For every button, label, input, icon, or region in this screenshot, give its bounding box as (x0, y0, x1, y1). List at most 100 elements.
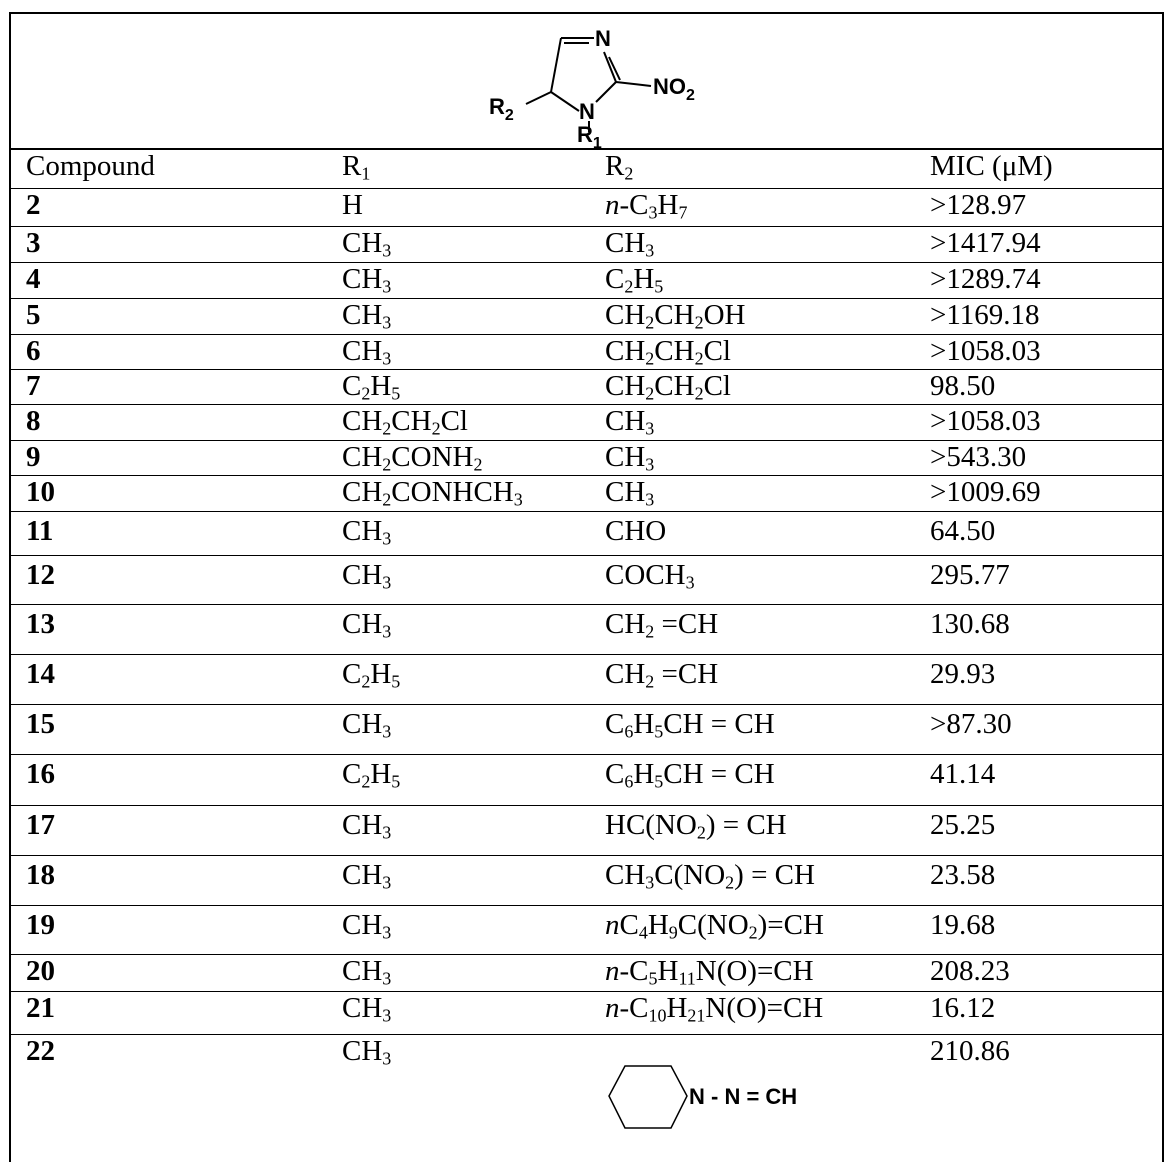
cell-r2: HC(NO2) = CH (605, 809, 787, 843)
cell-r2: CH3 (605, 227, 655, 261)
cell-r1: CH3 (342, 1035, 392, 1069)
cell-compound: 13 (26, 608, 55, 640)
table-row: 5 CH3 CH2CH2OH >1169.18 (11, 298, 1162, 335)
cell-compound: 4 (26, 263, 41, 295)
cell-mic: 208.23 (930, 955, 1010, 987)
cell-r2: CHO (605, 515, 667, 547)
cell-r1: CH2CONHCH3 (342, 476, 523, 510)
table-header-row: Compound R1 R2 MIC (μM) (11, 148, 1162, 189)
cell-r2: CH2 =CH (605, 658, 719, 692)
cell-r2: C6H5CH = CH (605, 758, 775, 792)
cell-r2: n-C10H21N(O)=CH (605, 992, 824, 1026)
cell-r1: CH3 (342, 335, 392, 369)
cell-compound: 22 (26, 1035, 55, 1067)
cell-mic: >1417.94 (930, 227, 1041, 259)
table-row: 22 CH3 N - N = CH 210.86 (11, 1034, 1162, 1164)
nitro-label: NO2 (653, 74, 695, 104)
cell-r1: CH3 (342, 955, 392, 989)
cell-mic: 98.50 (930, 370, 996, 402)
cell-r1: C2H5 (342, 658, 401, 692)
cell-r2: COCH3 (605, 559, 695, 593)
table-row: 11 CH3 CHO 64.50 (11, 511, 1162, 556)
cell-compound: 6 (26, 335, 41, 367)
cell-mic: >128.97 (930, 189, 1027, 221)
cell-r2: CH2CH2Cl (605, 335, 731, 369)
cell-compound: 18 (26, 859, 55, 891)
cell-r1: CH3 (342, 608, 392, 642)
cell-r2: CH2CH2OH (605, 299, 746, 333)
cell-mic: >1289.74 (930, 263, 1041, 295)
table-row: 13 CH3 CH2 =CH 130.68 (11, 604, 1162, 655)
cell-compound: 3 (26, 227, 41, 259)
ring-n-top: N (595, 26, 611, 51)
cell-r1: CH3 (342, 515, 392, 549)
cell-mic: 210.86 (930, 1035, 1010, 1067)
cell-r1: CH3 (342, 992, 392, 1026)
cell-mic: >1058.03 (930, 335, 1041, 367)
cell-r1: CH3 (342, 809, 392, 843)
cell-r1: CH3 (342, 909, 392, 943)
cell-compound: 7 (26, 370, 41, 402)
cell-mic: >543.30 (930, 441, 1027, 473)
cell-compound: 10 (26, 476, 55, 508)
cell-mic: 64.50 (930, 515, 996, 547)
cell-compound: 11 (26, 515, 54, 547)
cell-r2: n-C3H7 (605, 189, 688, 223)
cell-mic: 25.25 (930, 809, 996, 841)
cell-r2: CH2 =CH (605, 608, 719, 642)
table-row: 18 CH3 CH3C(NO2) = CH 23.58 (11, 855, 1162, 906)
r1-label: R1 (577, 122, 602, 148)
cell-mic: >1169.18 (930, 299, 1040, 331)
header-compound: Compound (26, 150, 155, 182)
cell-r1: H (342, 189, 363, 221)
cell-r1: CH3 (342, 227, 392, 261)
cell-r1: CH2CH2Cl (342, 405, 468, 439)
r2-label: R2 (489, 94, 514, 124)
cell-compound: 8 (26, 405, 41, 437)
cell-r2: CH2CH2Cl (605, 370, 731, 404)
cell-compound: 16 (26, 758, 55, 790)
cell-compound: 5 (26, 299, 41, 331)
cell-r2: CH3 (605, 405, 655, 439)
cell-mic: 41.14 (930, 758, 996, 790)
cell-r1: CH3 (342, 559, 392, 593)
cell-r1: CH3 (342, 263, 392, 297)
cell-r1: CH2CONH2 (342, 441, 483, 475)
cell-mic: >1058.03 (930, 405, 1041, 437)
cell-compound: 17 (26, 809, 55, 841)
cell-mic: 295.77 (930, 559, 1010, 591)
ring-n-bottom: N (579, 99, 595, 124)
table-row: 19 CH3 nC4H9C(NO2)=CH 19.68 (11, 905, 1162, 955)
cell-r1: C2H5 (342, 370, 401, 404)
cell-r2: CH3C(NO2) = CH (605, 859, 815, 893)
cell-r1: CH3 (342, 299, 392, 333)
table-row: 3 CH3 CH3 >1417.94 (11, 226, 1162, 263)
table-row: 7 C2H5 CH2CH2Cl 98.50 (11, 369, 1162, 405)
piperidine-ring: N - N = CH (608, 1065, 797, 1129)
cell-r2: CH3 (605, 476, 655, 510)
piperidine-linker-label: N - N = CH (689, 1084, 797, 1109)
cell-r1: CH3 (342, 859, 392, 893)
cell-compound: 15 (26, 708, 55, 740)
cell-compound: 19 (26, 909, 55, 941)
header-mic: MIC (μM) (930, 150, 1053, 182)
cell-mic: 19.68 (930, 909, 996, 941)
cell-mic: 23.58 (930, 859, 996, 891)
table-row: 8 CH2CH2Cl CH3 >1058.03 (11, 404, 1162, 441)
table-row: 6 CH3 CH2CH2Cl >1058.03 (11, 334, 1162, 370)
cell-compound: 12 (26, 559, 55, 591)
cell-r2: nC4H9C(NO2)=CH (605, 909, 824, 943)
cell-r2: C6H5CH = CH (605, 708, 775, 742)
structure-header: N N NO2 R2 R1 (11, 14, 1162, 150)
table-row: 17 CH3 HC(NO2) = CH 25.25 (11, 805, 1162, 856)
cell-mic: 130.68 (930, 608, 1010, 640)
